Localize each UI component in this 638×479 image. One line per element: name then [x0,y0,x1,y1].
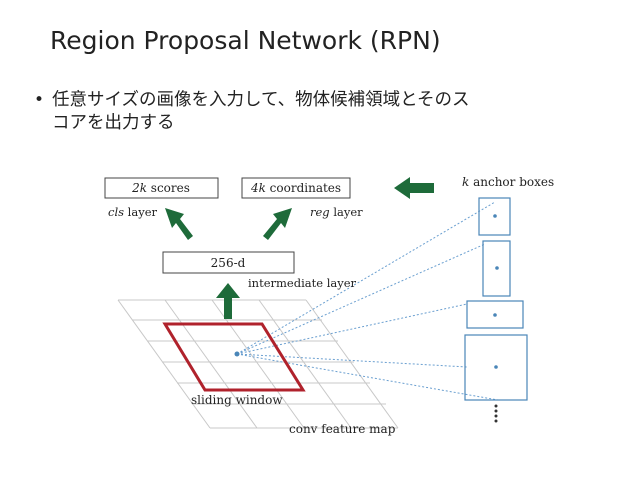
window-center-dot [234,351,240,357]
anchor-boxes-label: k anchor boxes [462,175,554,189]
anchor-center-4 [494,365,498,369]
arrows [165,177,434,319]
anchor-box-2 [482,240,511,297]
arrow-to-cls [165,208,193,240]
reg-layer-italic: reg [310,205,330,219]
cls-layer-text: layer [124,205,157,219]
anchor-k: k [462,175,469,189]
anchor-box-4 [464,334,528,401]
reg-coords-label: 4k coordinates [250,181,341,195]
reg-layer-text: layer [330,205,363,219]
anchor-centers [493,214,499,369]
reg-coords-k: 4k [250,181,266,195]
reg-coords-text: coordinates [266,181,341,195]
cls-scores-k: 2k [131,181,147,195]
reg-layer-label: reg layer [310,205,363,219]
cls-scores-text: scores [147,181,190,195]
feature-map-label: conv feature map [289,422,396,436]
anchor-center-2 [495,266,499,270]
bullet-text-line-1: 任意サイズの画像を入力して、物体候補領域とそのス [52,90,470,110]
sliding-window-label: sliding window [191,393,283,407]
intermediate-layer-label: intermediate layer [248,276,357,290]
feature-map-grid [117,299,399,429]
cls-scores-box [104,177,219,199]
bullet-marker: • [34,90,45,110]
slide-title: Region Proposal Network (RPN) [50,26,441,55]
cls-layer-italic: cls [108,205,124,219]
anchor-text: anchor boxes [469,175,554,189]
anchor-boxes [464,197,528,401]
bullet-text-line-2: コアを出力する [52,113,175,133]
arrow-to-reg [263,208,292,240]
intermediate-box-label: 256-d [211,256,246,270]
anchor-box-1 [478,197,511,236]
intermediate-box [162,251,295,274]
arrow-from-anchors [394,177,434,199]
cls-layer-label: cls layer [108,205,158,219]
ellipsis-dots [494,404,498,423]
arrow-to-intermediate [216,283,240,319]
sliding-window [162,322,306,392]
cls-scores-label: 2k scores [131,181,190,195]
bullet-text: 任意サイズの画像を入力して、物体候補領域とそのス コアを出力する [52,89,612,135]
anchor-box-3 [466,300,524,329]
anchor-center-1 [493,214,497,218]
anchor-center-3 [493,313,497,317]
anchor-dashed-lines [236,201,499,401]
reg-coords-box [241,177,351,199]
